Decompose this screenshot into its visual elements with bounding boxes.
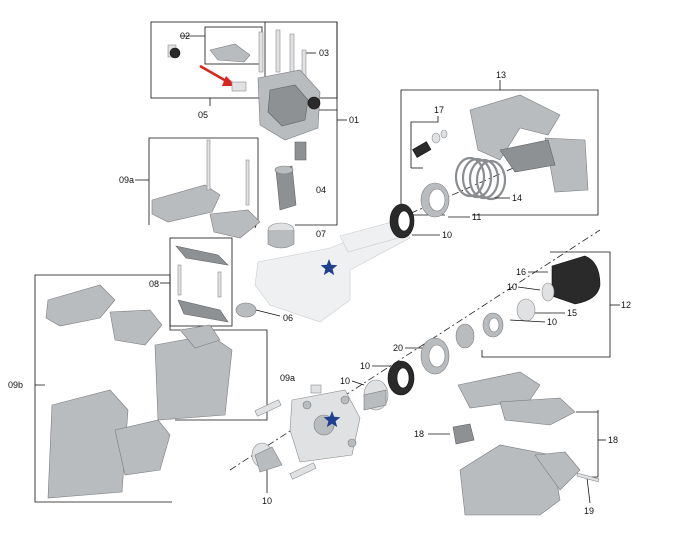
- label-17: 17: [434, 105, 444, 115]
- label-10-bushing: 10: [262, 496, 272, 506]
- label-10-upper: 10: [442, 230, 452, 240]
- label-02: 02: [180, 31, 190, 41]
- label-03: 03: [319, 48, 329, 58]
- cap-group-12: [351, 251, 620, 411]
- label-20: 20: [393, 343, 403, 353]
- star-marker: [320, 259, 338, 276]
- label-06: 06: [283, 313, 293, 323]
- part-labels: 02 03 05 01 04 07 09a 08 06 09a 09b 13 1…: [8, 31, 631, 516]
- label-08: 08: [149, 279, 159, 289]
- label-11: 11: [472, 212, 481, 222]
- label-15: 15: [567, 308, 577, 318]
- star-marker: [323, 411, 341, 428]
- label-10-bearing: 10: [340, 376, 350, 386]
- label-12: 12: [621, 300, 631, 310]
- label-18-left: 18: [414, 429, 424, 439]
- label-10-seal: 10: [360, 361, 370, 371]
- label-09a-middle: 09a: [280, 373, 295, 383]
- label-18-right: 18: [608, 435, 618, 445]
- label-19: 19: [584, 506, 594, 516]
- cover-group-13: [389, 80, 599, 239]
- bracket-09b-lower: [34, 274, 268, 503]
- mount-flange: [251, 384, 361, 493]
- label-09a-upper: 09a: [119, 175, 134, 185]
- label-07: 07: [316, 229, 326, 239]
- label-09b: 09b: [8, 380, 23, 390]
- bracket-group-18: [428, 371, 606, 516]
- label-10-ring-top: 10: [507, 282, 517, 292]
- label-16: 16: [516, 267, 526, 277]
- label-14: 14: [512, 193, 522, 203]
- bracket-09a-upper: [135, 137, 261, 239]
- label-13: 13: [496, 70, 506, 80]
- label-04: 04: [316, 185, 326, 195]
- label-05: 05: [198, 110, 208, 120]
- label-01: 01: [349, 115, 359, 125]
- valve-body-group: [150, 21, 347, 249]
- gasket-group-08: [160, 237, 281, 327]
- label-10-ring-mid: 10: [547, 317, 557, 327]
